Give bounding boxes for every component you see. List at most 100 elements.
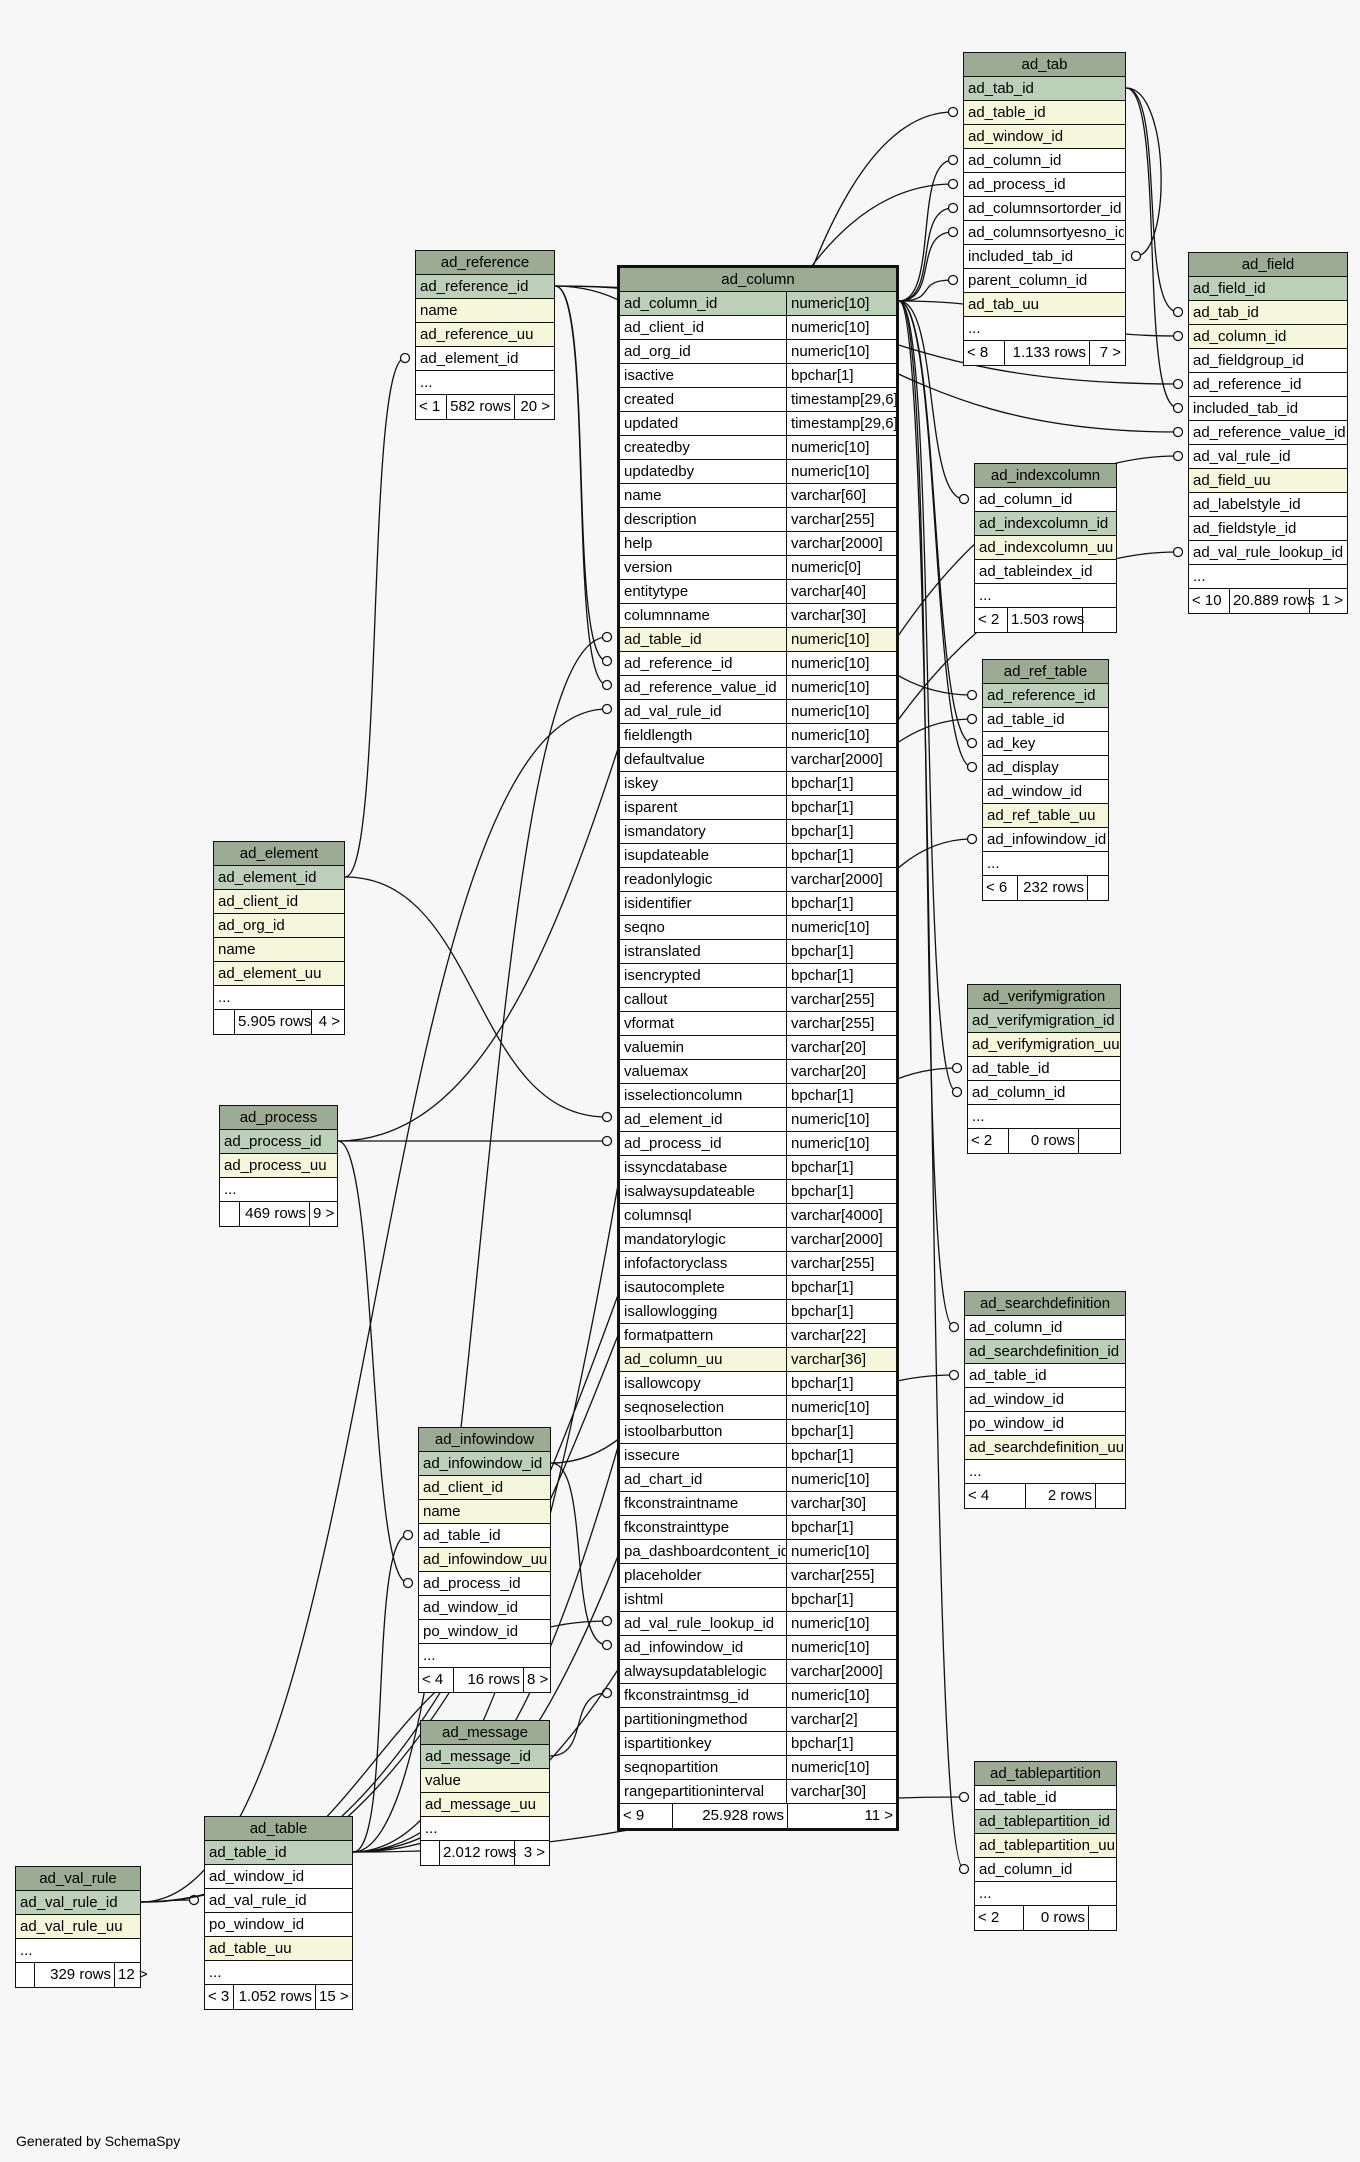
column-row[interactable]: ad_table_id [964,101,1125,125]
column-row[interactable]: ... [975,1882,1116,1906]
column-row[interactable]: ad_indexcolumn_id [975,512,1116,536]
row-count[interactable]: 16 rows [453,1668,523,1692]
column-row[interactable]: ad_window_id [205,1865,352,1889]
column-row[interactable]: ad_process_uu [220,1154,337,1178]
column-row[interactable]: ... [983,852,1108,876]
column-row[interactable]: ad_reference_id [416,275,554,299]
column-row[interactable]: ... [965,1460,1125,1484]
children-count[interactable]: 3 > [514,1841,548,1865]
parents-count[interactable]: < 2 [978,1909,1000,1926]
column-row[interactable]: ad_column_id [968,1081,1120,1105]
column-row[interactable]: ad_tableindex_id [975,560,1116,584]
parents-count[interactable] [214,1010,234,1034]
column-row[interactable]: ad_val_rule_lookup_id [1189,541,1347,565]
column-row[interactable]: ad_column_id [964,149,1125,173]
column-row[interactable]: ad_element_uu [214,962,344,986]
column-row[interactable]: ad_infowindow_id [419,1452,550,1476]
row-count[interactable]: 2 rows [1025,1484,1095,1508]
column-row[interactable]: ad_process_id [220,1130,337,1154]
table-header[interactable]: ad_val_rule [16,1867,140,1891]
table-header[interactable]: ad_indexcolumn [975,464,1116,488]
row-count[interactable]: 582 rows [446,395,514,419]
column-row[interactable]: ... [205,1961,352,1985]
row-count[interactable]: 1.052 rows [233,1985,315,2009]
table-header[interactable]: ad_tab [964,53,1125,77]
row-count[interactable]: 0 rows [1008,1129,1078,1153]
children-count[interactable] [1078,1129,1119,1153]
column-row[interactable]: ... [220,1178,337,1202]
column-row[interactable]: ad_columnsortyesno_id [964,221,1125,245]
row-count[interactable]: 469 rows [239,1202,309,1226]
column-row[interactable]: ad_client_id [419,1476,550,1500]
column-row[interactable]: included_tab_id [1189,397,1347,421]
column-row[interactable]: ad_table_id [965,1364,1125,1388]
parents-count[interactable]: < 3 [208,1988,230,2005]
column-row[interactable]: ad_table_uu [205,1937,352,1961]
children-count[interactable]: 9 > [309,1202,336,1226]
column-row[interactable]: ... [964,317,1125,341]
column-row[interactable]: ... [16,1939,140,1963]
parents-count[interactable]: < 8 [967,344,989,361]
children-count[interactable]: 12 > [114,1963,148,1987]
column-row[interactable]: po_window_id [205,1913,352,1937]
table-header[interactable]: ad_table [205,1817,352,1841]
table-header[interactable]: ad_tablepartition [975,1762,1116,1786]
row-count[interactable]: 1.133 rows [1004,341,1089,365]
column-row[interactable]: name [416,299,554,323]
column-row[interactable]: ad_field_uu [1189,469,1347,493]
column-row[interactable]: ad_window_id [965,1388,1125,1412]
children-count[interactable]: 8 > [523,1668,549,1692]
parents-count[interactable]: < 4 [968,1487,990,1504]
column-row[interactable]: ad_message_id [421,1745,549,1769]
column-row[interactable]: ad_message_uu [421,1793,549,1817]
column-row[interactable]: ... [416,371,554,395]
table-header[interactable]: ad_ref_table [983,660,1108,684]
column-row[interactable]: ad_display [983,756,1108,780]
column-row[interactable]: ad_infowindow_uu [419,1548,550,1572]
column-row[interactable]: ad_window_id [983,780,1108,804]
column-row[interactable]: ad_verifymigration_id [968,1009,1120,1033]
children-count[interactable] [1087,876,1107,900]
column-row[interactable]: ad_tablepartition_id [975,1810,1116,1834]
column-row[interactable]: ad_ref_table_uu [983,804,1108,828]
column-row[interactable]: ad_element_id [214,866,344,890]
column-row[interactable]: ad_tab_uu [964,293,1125,317]
column-row[interactable]: ad_tablepartition_uu [975,1834,1116,1858]
row-count[interactable]: 232 rows [1017,876,1087,900]
column-row[interactable]: ... [421,1817,549,1841]
table-header[interactable]: ad_message [421,1721,549,1745]
column-row[interactable]: ad_window_id [419,1596,550,1620]
table-header[interactable]: ad_infowindow [419,1428,550,1452]
column-row[interactable]: ad_process_id [419,1572,550,1596]
column-row[interactable]: ad_val_rule_id [16,1891,140,1915]
parents-count[interactable]: < 10 [1192,592,1222,609]
